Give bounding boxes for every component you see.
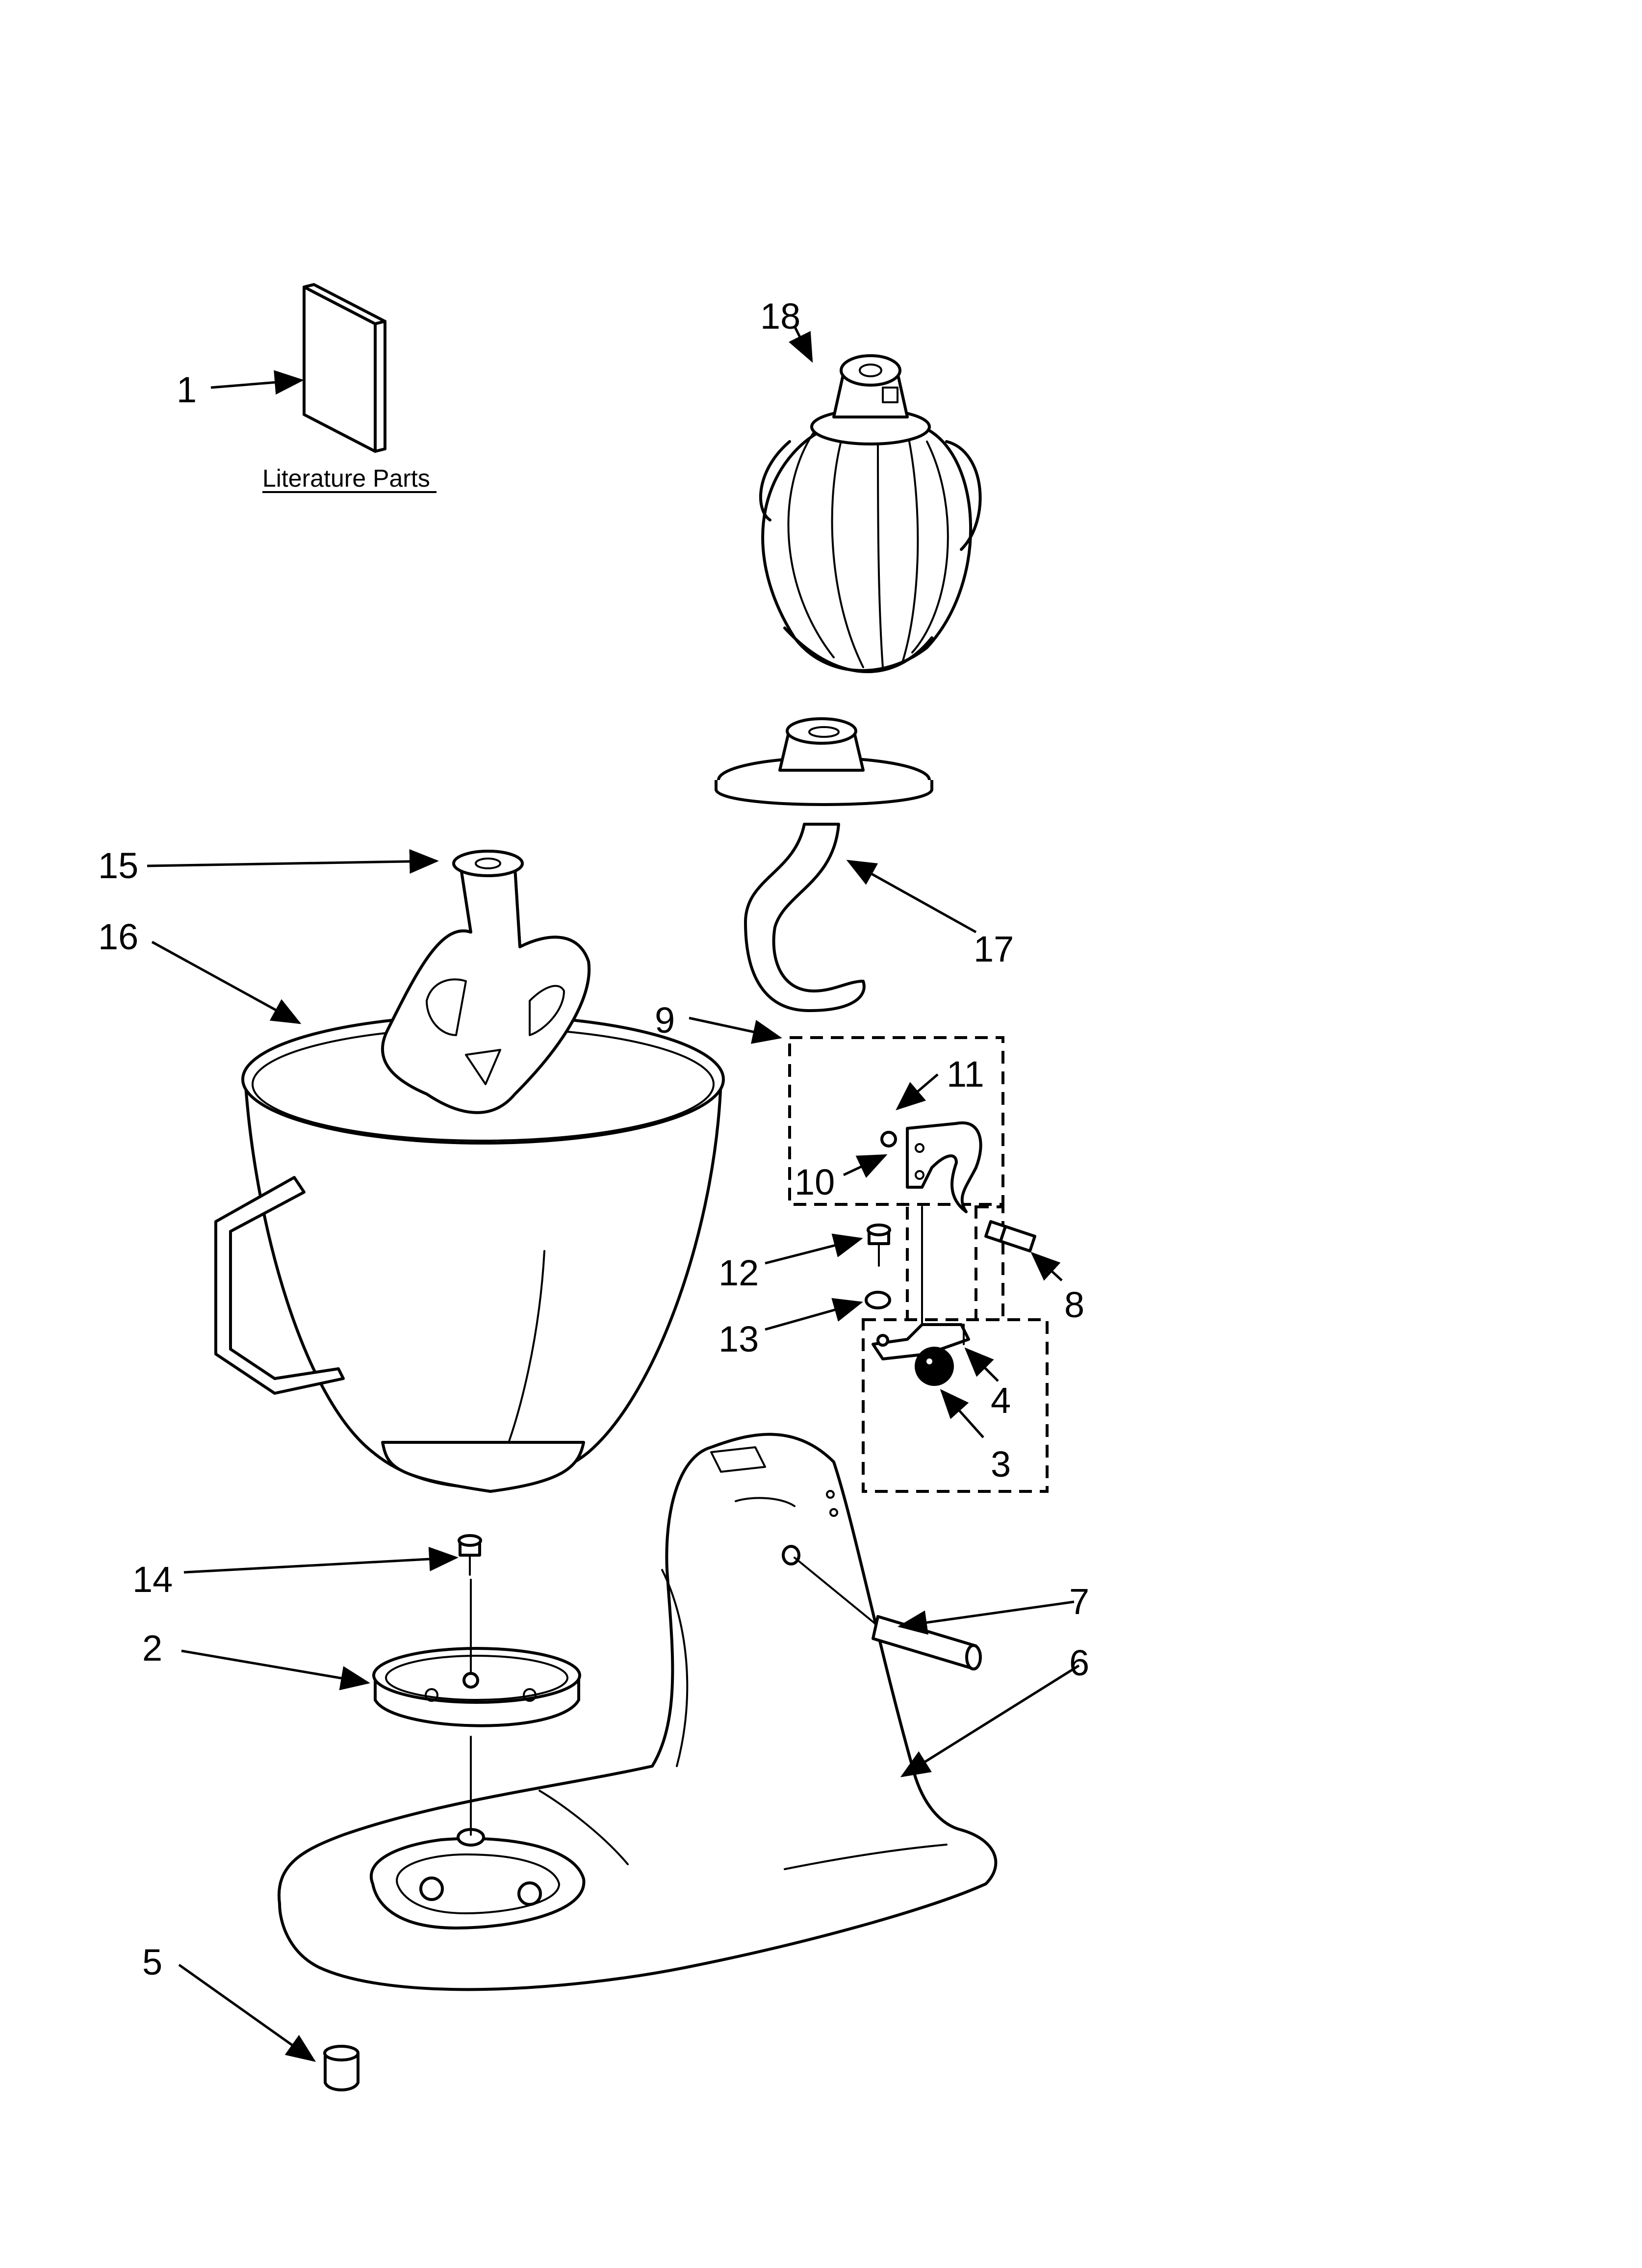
callout-10: 10 — [795, 1162, 835, 1202]
callout-18: 18 — [760, 296, 800, 337]
callout-7: 7 — [1069, 1581, 1089, 1622]
callout-14: 14 — [132, 1559, 173, 1600]
callout-9: 9 — [655, 1000, 675, 1041]
assembly-9-box — [788, 1036, 1004, 1206]
washer-13 — [865, 1291, 891, 1309]
callout-8: 8 — [1064, 1284, 1084, 1325]
callout-5: 5 — [142, 1942, 162, 1982]
callout-17: 17 — [974, 929, 1014, 969]
assembly-lower-box — [862, 1318, 1049, 1493]
callout-15: 15 — [98, 845, 138, 886]
latch-bracket — [880, 1121, 982, 1213]
literature-parts-label: Literature Parts — [262, 465, 430, 492]
callout-4: 4 — [991, 1380, 1011, 1421]
callout-2: 2 — [142, 1628, 162, 1668]
bowl-clamp-plate — [372, 1579, 581, 1836]
control-knob — [915, 1347, 954, 1386]
callout-3: 3 — [991, 1444, 1011, 1485]
screw-12 — [867, 1224, 891, 1267]
callout-6: 6 — [1069, 1642, 1089, 1683]
rubber-foot — [323, 2045, 359, 2091]
flat-beater-front — [381, 850, 591, 1114]
literature-booklet — [303, 283, 386, 453]
leader-lines — [147, 325, 1080, 2062]
callout-12: 12 — [718, 1252, 759, 1293]
callout-11: 11 — [947, 1054, 984, 1095]
callout-1: 1 — [177, 369, 197, 410]
screw-14 — [458, 1534, 482, 1576]
callout-13: 13 — [718, 1319, 759, 1359]
mixer-stand — [277, 1433, 998, 1991]
speed-lever — [872, 1206, 970, 1360]
pin-8 — [984, 1220, 1036, 1252]
callout-16: 16 — [98, 916, 138, 957]
callout-numbers: 1 18 15 16 17 9 11 10 12 13 8 4 3 14 7 6… — [98, 296, 1089, 1982]
dough-hook — [715, 717, 933, 1012]
wire-whip — [759, 354, 982, 674]
